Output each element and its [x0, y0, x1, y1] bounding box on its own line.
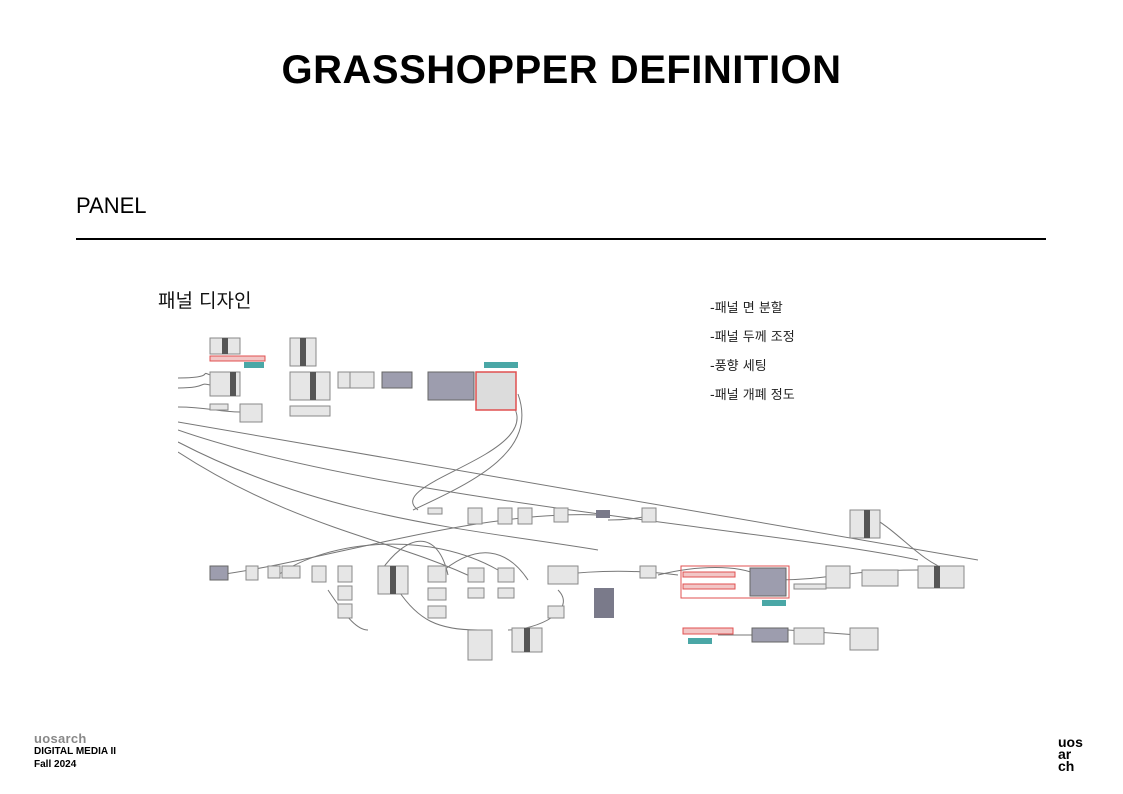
gh-group-label	[762, 600, 786, 606]
gh-node	[547, 565, 579, 585]
gh-node	[427, 587, 447, 601]
gh-node	[641, 507, 657, 523]
section-divider	[76, 238, 1046, 240]
gh-node	[222, 338, 228, 354]
gh-node	[497, 587, 515, 599]
gh-node	[427, 605, 447, 619]
node-group-bottom	[209, 565, 657, 661]
gh-node	[547, 605, 565, 619]
gh-cluster	[381, 371, 413, 389]
course-name: DIGITAL MEDIA II	[34, 746, 117, 757]
gh-node	[497, 507, 513, 525]
wire	[178, 406, 241, 413]
logo-line: ar	[1058, 746, 1072, 762]
gh-node	[230, 372, 236, 396]
gh-node	[467, 567, 485, 583]
gh-node	[245, 565, 259, 581]
panel-design-heading: 패널 디자인	[158, 290, 252, 312]
gh-number-slider	[682, 583, 736, 590]
gh-node	[864, 510, 870, 538]
note-item: -패널 개폐 정도	[710, 388, 795, 403]
wire	[178, 441, 599, 551]
wire	[377, 540, 449, 576]
wire	[327, 589, 369, 631]
gh-node	[861, 569, 899, 587]
brand-wordmark: uosarch	[34, 731, 87, 746]
gh-node	[917, 565, 965, 589]
wire	[412, 393, 523, 511]
node-group-top-left	[209, 337, 518, 423]
node-group-middle	[427, 507, 881, 539]
gh-node	[553, 507, 569, 523]
wire	[178, 451, 479, 581]
gh-node	[467, 629, 493, 661]
wire	[397, 589, 479, 631]
notes-list: -패널 면 분할 -패널 두께 조정 -풍향 세팅 -패널 개폐 정도	[710, 298, 795, 414]
gh-node	[427, 565, 447, 583]
logo-line: uos	[1058, 734, 1083, 750]
gh-node	[524, 628, 530, 652]
course-term: Fall 2024	[34, 759, 77, 770]
gh-number-slider	[682, 571, 736, 578]
wire	[178, 429, 919, 561]
wire	[178, 421, 978, 561]
gh-highlight-group	[680, 565, 790, 599]
gh-node	[337, 585, 353, 601]
wire	[437, 552, 529, 581]
grasshopper-canvas	[178, 337, 978, 661]
wire	[178, 372, 211, 379]
gh-node	[337, 603, 353, 619]
gh-node	[311, 565, 327, 583]
gh-node	[793, 627, 825, 645]
gh-number-slider	[682, 627, 734, 635]
gh-node	[390, 566, 396, 594]
gh-node	[209, 403, 229, 411]
gh-node	[337, 565, 353, 583]
gh-node	[596, 510, 610, 518]
gh-number-slider	[209, 355, 266, 362]
gh-node	[497, 567, 515, 583]
gh-node	[427, 507, 443, 515]
section-label: PANEL	[76, 193, 147, 218]
footer-course-info: uosarch DIGITAL MEDIA II Fall 2024	[34, 732, 116, 771]
slide-title: GRASSHOPPER DEFINITION	[281, 48, 842, 92]
wire	[277, 543, 499, 576]
gh-group-label	[688, 638, 712, 644]
wire	[178, 383, 211, 389]
gh-node	[825, 565, 851, 589]
gh-node	[267, 565, 281, 579]
gh-group-label	[484, 362, 518, 368]
gh-cluster	[427, 371, 475, 401]
note-item: -패널 면 분할	[710, 301, 783, 316]
gh-node	[517, 507, 533, 525]
gh-cluster	[751, 627, 789, 643]
note-item: -풍향 세팅	[710, 359, 767, 374]
gh-node	[349, 371, 375, 389]
logo-line: ch	[1058, 758, 1075, 774]
gh-node	[209, 565, 229, 581]
gh-node	[467, 587, 485, 599]
gh-group-label	[244, 362, 264, 368]
gh-number-slider	[793, 583, 827, 590]
uosarch-logo: uos ar ch	[1058, 734, 1104, 774]
gh-node	[594, 588, 614, 618]
gh-preview-panel	[475, 371, 517, 411]
wire	[217, 514, 599, 576]
gh-node	[934, 566, 940, 588]
gh-node	[639, 565, 657, 579]
note-item: -패널 두께 조정	[710, 330, 795, 345]
gh-node	[289, 405, 331, 417]
gh-cluster	[749, 567, 787, 597]
gh-node	[239, 403, 263, 423]
gh-node	[849, 627, 879, 651]
gh-node	[467, 507, 483, 525]
node-group-right	[680, 565, 965, 651]
gh-node	[300, 338, 306, 366]
gh-node	[281, 565, 301, 579]
wire	[412, 389, 518, 511]
gh-node	[310, 372, 316, 400]
